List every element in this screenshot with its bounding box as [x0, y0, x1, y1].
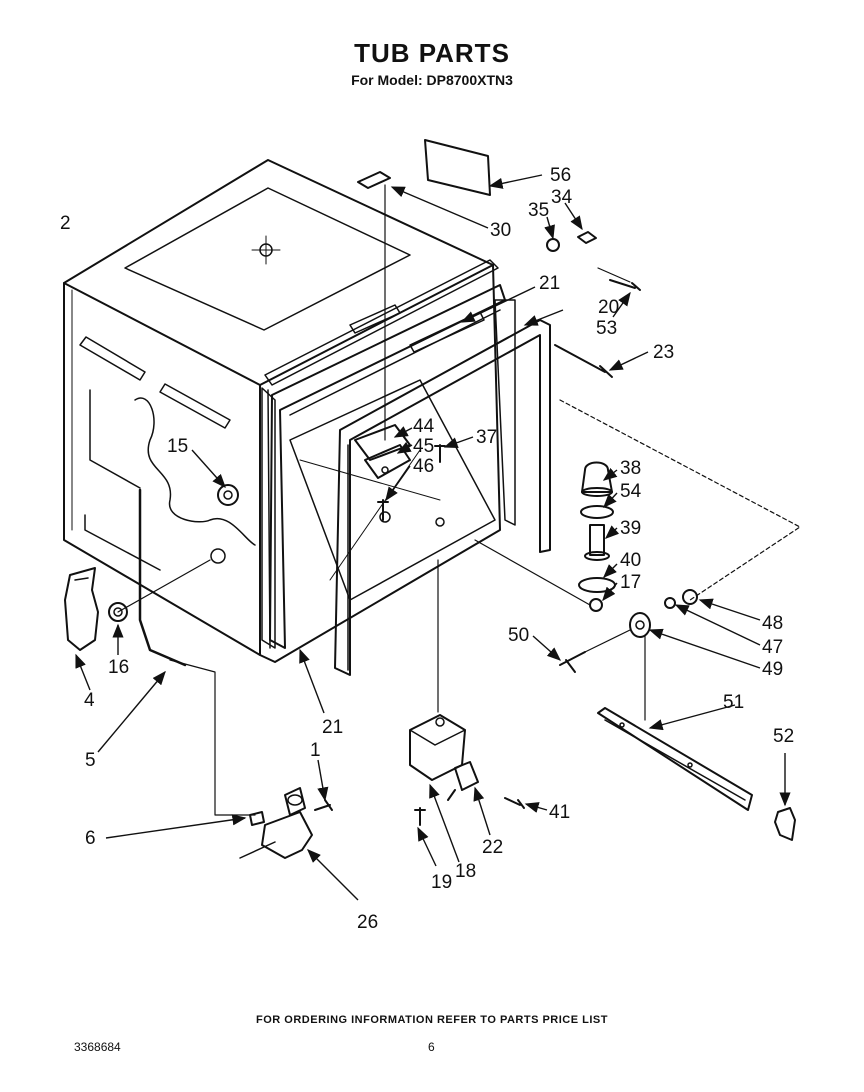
part-53-screw	[609, 279, 641, 291]
part-34-nut	[577, 231, 597, 244]
part-40-gasket	[578, 577, 616, 593]
part-17-nut	[589, 598, 603, 612]
callout-2: 2	[60, 213, 71, 234]
document-number: 3368684	[74, 1040, 121, 1054]
part-47-bushing	[664, 597, 676, 609]
callout-4: 4	[84, 690, 95, 711]
callout-6: 6	[85, 828, 96, 849]
callout-50: 50	[508, 625, 529, 646]
callout-17: 17	[620, 572, 641, 593]
part-44-bracket	[354, 424, 411, 461]
callout-21-upper: 21	[539, 273, 560, 294]
part-37-screw	[434, 444, 446, 463]
callout-5: 5	[85, 750, 96, 771]
callout-40: 40	[620, 550, 641, 571]
callout-38: 38	[620, 458, 641, 479]
part-26-valve	[239, 787, 313, 859]
part-6-clamp	[249, 811, 265, 826]
callout-22: 22	[482, 837, 503, 858]
part-19-screw	[414, 807, 426, 826]
model-subtitle: For Model: DP8700XTN3	[351, 72, 513, 88]
callout-46: 46	[413, 456, 434, 477]
callout-26: 26	[357, 912, 378, 933]
part-22-switch	[447, 761, 479, 801]
part-35-washer	[546, 238, 560, 252]
callout-18: 18	[455, 861, 476, 882]
callout-47: 47	[762, 637, 783, 658]
callout-54: 54	[620, 481, 642, 502]
callout-41: 41	[549, 802, 570, 823]
callout-45: 45	[413, 436, 434, 457]
callout-51: 51	[723, 692, 744, 713]
part-30-clip	[357, 171, 391, 189]
callout-56: 56	[550, 165, 571, 186]
part-49-roller	[629, 612, 651, 638]
callout-52: 52	[773, 726, 794, 747]
part-16-grommet	[108, 602, 128, 622]
callout-39: 39	[620, 518, 641, 539]
callout-19: 19	[431, 872, 452, 893]
callout-21-lower: 21	[322, 717, 343, 738]
callout-1: 1	[310, 740, 321, 761]
callout-34: 34	[551, 187, 573, 208]
part-4-bracket	[64, 567, 99, 651]
door-gasket-right	[334, 319, 551, 676]
part-15-nut	[217, 484, 239, 506]
callout-15: 15	[167, 436, 188, 457]
callout-44: 44	[413, 416, 435, 437]
part-48-washer	[682, 589, 698, 605]
part-38-float	[581, 461, 613, 497]
callout-20: 20	[598, 297, 619, 318]
callout-48: 48	[762, 613, 783, 634]
callout-35: 35	[528, 200, 549, 221]
callout-30: 30	[490, 220, 511, 241]
page-number: 6	[428, 1040, 435, 1054]
part-50-bolt	[559, 651, 586, 673]
part-45-mount	[364, 444, 411, 479]
part-41-screw	[504, 797, 525, 809]
callout-49: 49	[762, 659, 783, 680]
callout-23: 23	[653, 342, 674, 363]
ordering-note: FOR ORDERING INFORMATION REFER TO PARTS …	[256, 1014, 608, 1026]
callout-37: 37	[476, 427, 497, 448]
part-52-clip	[774, 807, 796, 841]
page-title: TUB PARTS	[354, 38, 510, 68]
door-gasket-left	[269, 284, 506, 649]
part-51-rail	[597, 707, 753, 811]
part-39-stem	[584, 524, 610, 561]
part-46-screw	[377, 499, 389, 521]
callout-53: 53	[596, 318, 617, 339]
callout-16: 16	[108, 657, 129, 678]
part-1-screw	[314, 799, 333, 811]
part-54-washer	[580, 505, 614, 519]
part-56-label-card	[424, 139, 491, 196]
part-23-screw	[554, 344, 613, 378]
tub-body	[63, 159, 501, 663]
